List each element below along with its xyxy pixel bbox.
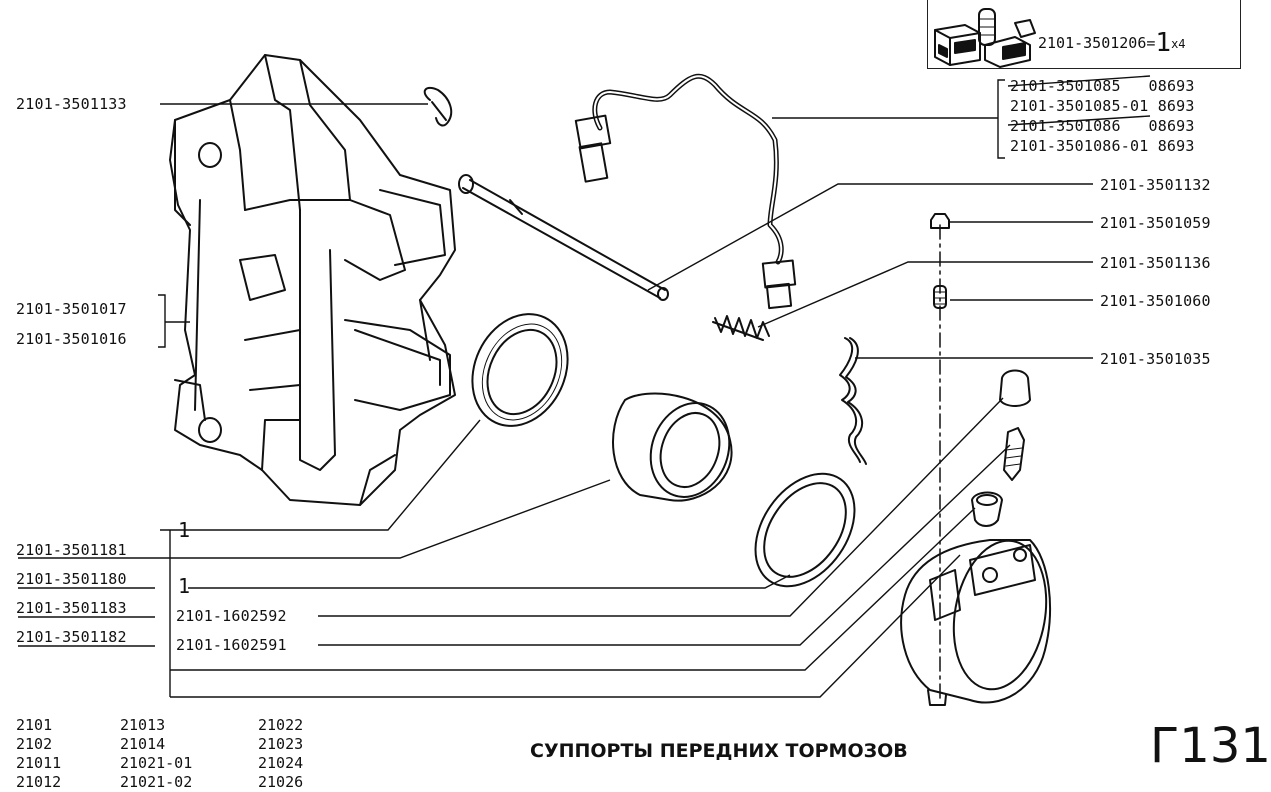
model-item: 21021-01 (120, 754, 193, 772)
page-code: Г131 (1150, 718, 1271, 774)
kit-part-number: 2101-3501206 (1038, 34, 1147, 52)
model-item: 21022 (258, 716, 304, 734)
label-pipe-4: 2101-3501086-01 8693 (1010, 137, 1195, 155)
leader-cyl-boot (170, 507, 976, 671)
piston (612, 392, 733, 502)
model-item: 21011 (16, 754, 62, 772)
seal-ring (471, 313, 569, 427)
caliper-body (169, 54, 456, 506)
model-item: 21012 (16, 773, 62, 791)
kit-box: 2101-3501206=1x4 (927, 0, 1241, 69)
strike-line-2 (1007, 115, 1151, 126)
qty-one-a: 1 (178, 518, 191, 542)
pipe-3-code: 08693 (1148, 117, 1195, 135)
models-column-1: 2101 2102 21011 21012 (16, 716, 61, 792)
label-kit-a: 2101-3501181 (16, 541, 127, 559)
coil-spring (712, 315, 770, 341)
leader-cyl (170, 554, 961, 698)
leader-kit-bracket (160, 419, 481, 697)
pipe-4-number: 2101-3501086-01 (1010, 137, 1149, 155)
retainer-spring (839, 337, 867, 465)
kit-multiplier: x4 (1171, 37, 1186, 51)
label-boot: 2101-1602592 (176, 607, 287, 625)
model-item: 21026 (258, 773, 304, 791)
models-column-3: 21022 21023 21024 21026 (258, 716, 303, 792)
models-column-2: 21013 21014 21021-01 21021-02 (120, 716, 192, 792)
clip-pin (423, 86, 453, 127)
label-bleeder-cap: 2101-3501059 (1100, 214, 1211, 232)
page-title: СУППОРТЫ ПЕРЕДНИХ ТОРМОЗОВ (530, 740, 908, 762)
kit-equals: = (1146, 34, 1156, 52)
kit-icon (934, 8, 1036, 68)
bleeder-screw-part (1003, 427, 1025, 481)
pipe-2-number: 2101-3501085-01 (1010, 97, 1149, 115)
label-bleeder: 2101-1602591 (176, 636, 287, 654)
pipe-2-code: 8693 (1157, 97, 1195, 115)
label-pin: 2101-3501133 (16, 95, 127, 113)
kit-label: 2101-3501206=1x4 (1038, 28, 1186, 58)
leader-kit-a (18, 479, 611, 559)
leader-bracket (158, 294, 190, 348)
strike-line-1 (1007, 75, 1151, 87)
bleeder-cap-part (930, 213, 950, 229)
leader-pipe (772, 79, 1005, 159)
pipe-1-number: 2101-3501085 (1010, 77, 1121, 95)
model-item: 21013 (120, 716, 166, 734)
wheel-cylinder (900, 539, 1051, 706)
label-pipe-3: 2101-3501086 08693 (1010, 117, 1195, 135)
guide-pin (458, 174, 669, 301)
label-bracket-b: 2101-3501016 (16, 330, 127, 348)
kit-qty: 1 (1155, 28, 1172, 58)
label-pipe-2: 2101-3501085-01 8693 (1010, 97, 1195, 115)
pipe-3-number: 2101-3501086 (1010, 117, 1121, 135)
model-item: 2101 (16, 716, 53, 734)
label-pipe-1: 2101-3501085 08693 (1010, 77, 1195, 95)
label-retainer-spring: 2101-3501035 (1100, 350, 1211, 368)
model-item: 2102 (16, 735, 53, 753)
leader-spring (757, 261, 1093, 328)
leader-bleeder (318, 444, 1011, 646)
boot-ring (754, 472, 856, 588)
label-guide-pin: 2101-3501132 (1100, 176, 1211, 194)
dust-cap-part (999, 369, 1031, 407)
boot-part (971, 491, 1003, 527)
model-item: 21014 (120, 735, 166, 753)
brake-pipe (574, 73, 797, 310)
qty-one-b: 1 (178, 574, 191, 598)
label-bracket-a: 2101-3501017 (16, 300, 127, 318)
pipe-4-code: 8693 (1157, 137, 1195, 155)
pipe-1-code: 08693 (1148, 77, 1195, 95)
model-item: 21023 (258, 735, 304, 753)
leader-guide-pin (647, 183, 1093, 291)
label-spring: 2101-3501136 (1100, 254, 1211, 272)
label-kit-c: 2101-3501183 (16, 599, 127, 617)
label-plug: 2101-3501060 (1100, 292, 1211, 310)
model-item: 21024 (258, 754, 304, 772)
leader-kit-b (18, 574, 791, 589)
leader-boot (318, 397, 1004, 617)
label-kit-b: 2101-3501180 (16, 570, 127, 588)
model-item: 21021-02 (120, 773, 193, 791)
label-kit-d: 2101-3501182 (16, 628, 127, 646)
plug-part (933, 285, 947, 309)
